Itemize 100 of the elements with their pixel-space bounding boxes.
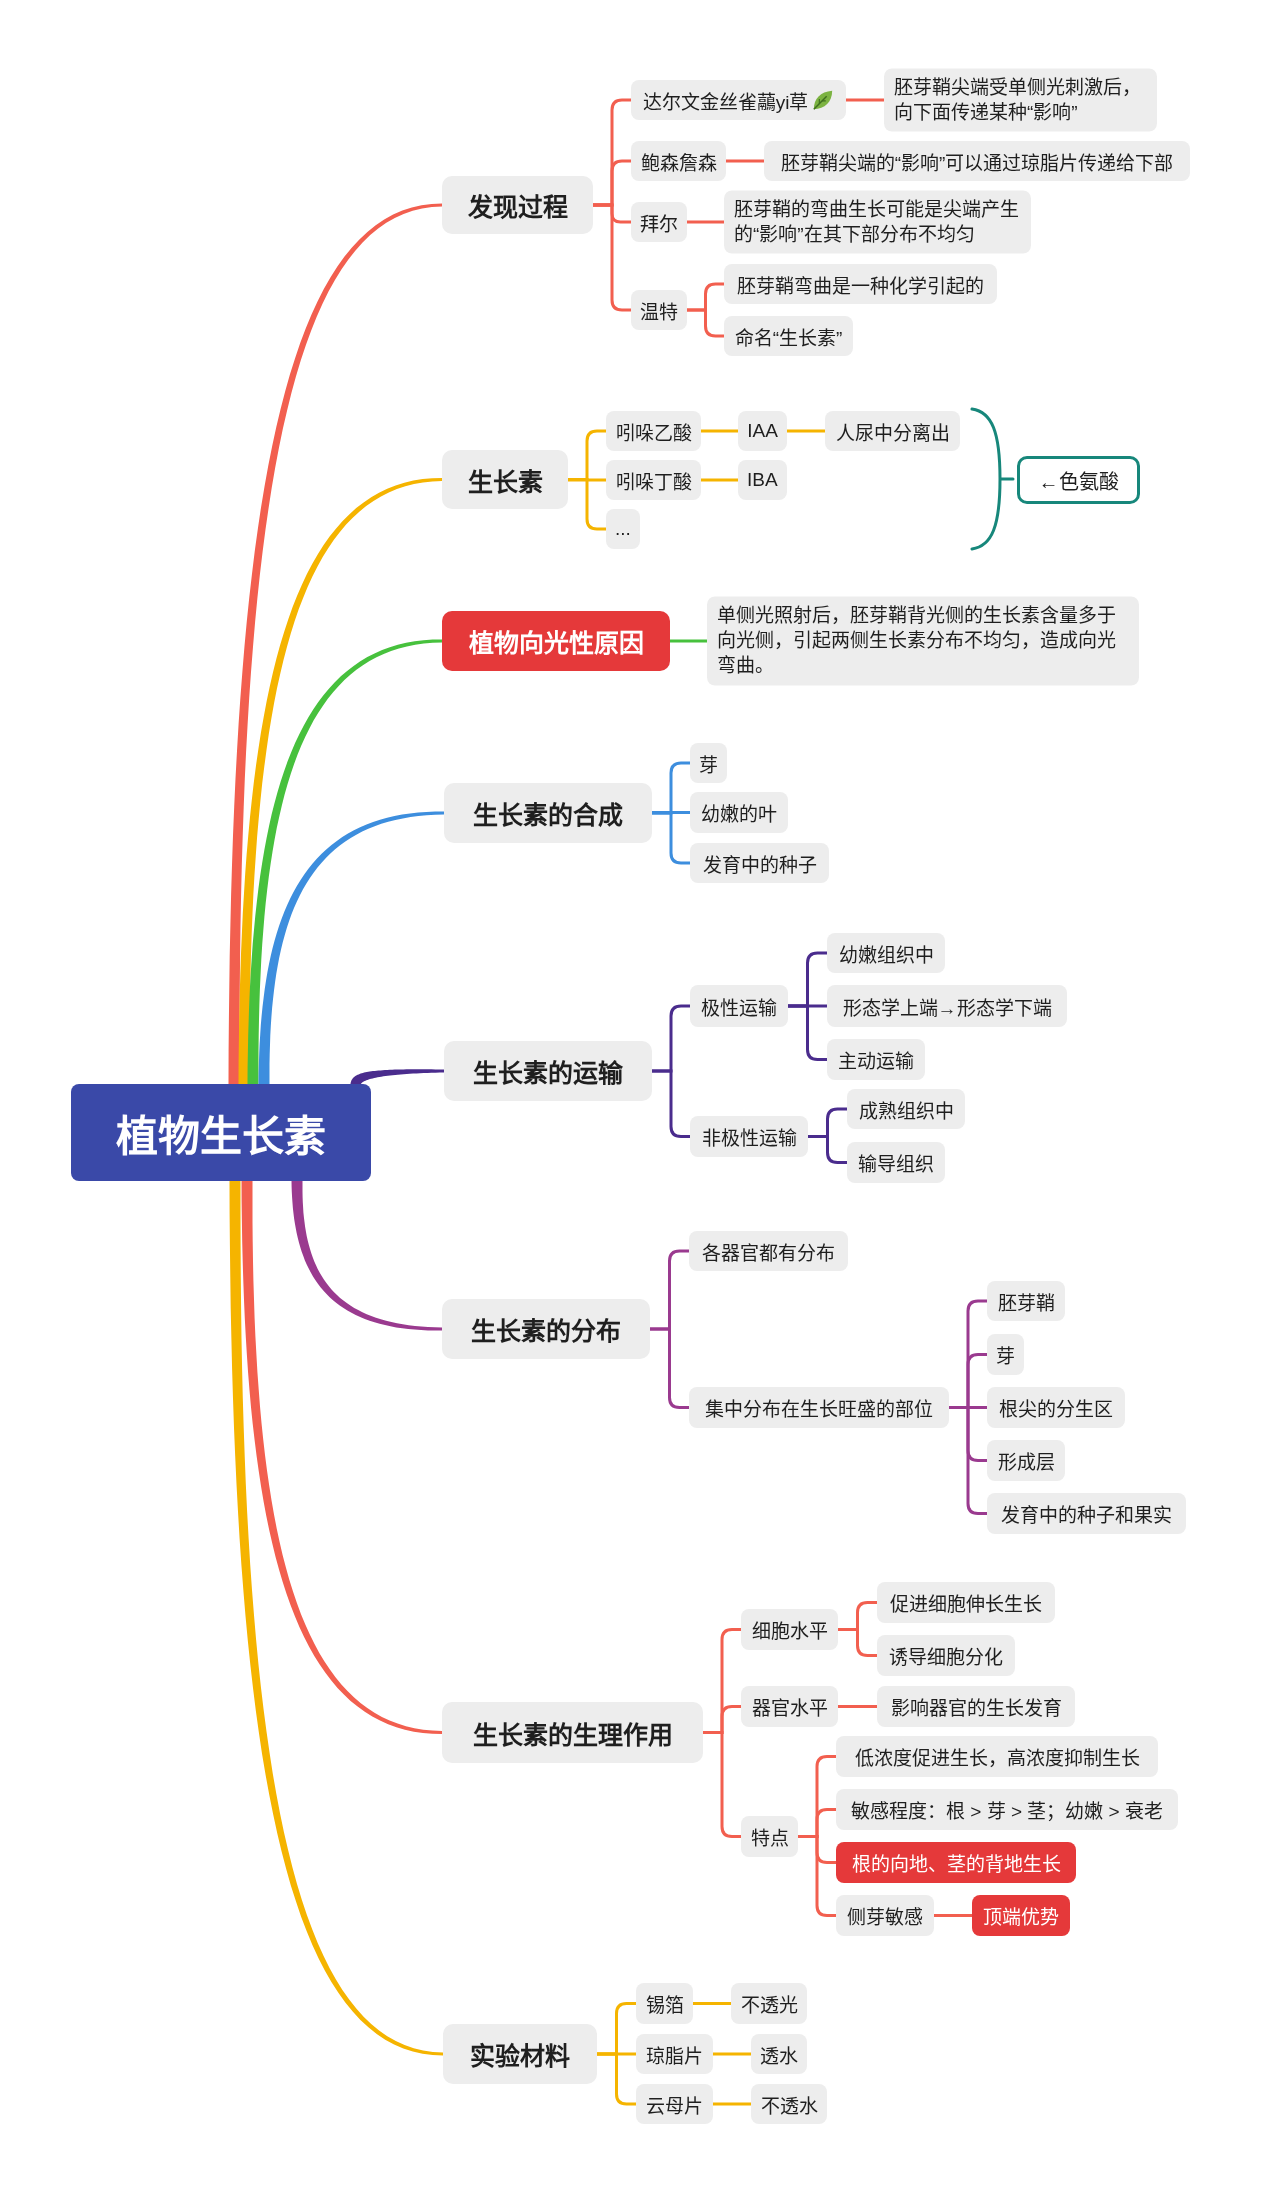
topic-text: 云母片 [646, 2094, 703, 2118]
main-topic-box [442, 176, 593, 234]
subtopic-box [884, 68, 1157, 132]
topic-text: 影响器官的生长发育 [890, 1697, 1062, 1720]
topic-text: 生长素的合成 [473, 800, 623, 831]
subtopic-box [724, 190, 1031, 254]
connector-line [788, 1004, 827, 1061]
branch-curve [350, 1069, 444, 1085]
topic-text: 植物向光性原因 [468, 628, 644, 659]
topic-text: 人尿中分离出 [835, 421, 950, 445]
topic-text: 非极性运输 [701, 1127, 797, 1150]
branch-curve [241, 1181, 442, 1734]
topic-text: 生长素的生理作用 [472, 1719, 673, 1751]
subtopic-box [741, 1816, 798, 1857]
topic-text: 胚芽鞘 [997, 1291, 1055, 1315]
topic-text: 吲哚丁酸 [615, 470, 692, 494]
branch-curve [229, 1181, 443, 2056]
topic-text: ←色氨酸 [1038, 469, 1119, 495]
subtopic-box [987, 1334, 1024, 1375]
subtopic-box [606, 509, 640, 549]
subtopic-box [847, 1142, 945, 1183]
topic-text: 不透光 [740, 1994, 798, 2017]
central-topic-box [71, 1084, 371, 1181]
subtopic-box [827, 1039, 925, 1080]
topic-text: 单侧光照射后，胚芽鞘背光侧的生长素含量多于向光侧，引起两侧生长素分布不均匀，造成向光弯曲。 [717, 603, 1117, 678]
subtopic-box [827, 933, 945, 973]
topic-text: 诱导细胞分化 [889, 1646, 1003, 1669]
subtopic-box [631, 80, 846, 120]
topic-text: 低浓度促进生长，高浓度抑制生长 [854, 1747, 1140, 1770]
topic-text: 集中分布在生长旺盛的部位 [705, 1398, 933, 1421]
topic-text: 胚芽鞘尖端的“影响”可以通过琼脂片传递给下部 [780, 151, 1174, 175]
subtopic-box [724, 264, 997, 304]
topic-text: 侧芽敏感 [847, 1906, 923, 1929]
topic-text: 生长素的分布 [471, 1316, 621, 1347]
subtopic-box [724, 316, 853, 356]
topic-text: 幼嫩组织中 [838, 943, 934, 967]
connector-line [701, 478, 738, 482]
subtopic-box [636, 1983, 693, 2024]
highlighted-topic-box [836, 1842, 1076, 1883]
topic-text: 透水 [760, 2044, 798, 2068]
subtopic-box [606, 411, 701, 451]
topic-text: 器官水平 [751, 1697, 828, 1720]
topic-text: 实验材料 [470, 2041, 570, 2072]
topic-text: 形态学上端→形态学下端 [842, 996, 1052, 1020]
subtopic-box [636, 2084, 713, 2124]
subtopic-box [751, 2034, 807, 2074]
topic-text: 促进细胞伸长生长 [890, 1593, 1042, 1616]
topic-text: 顶端优势 [983, 1906, 1059, 1929]
topic-text: 发育中的种子 [702, 853, 817, 877]
connector-line [670, 639, 707, 643]
subtopic-box [631, 141, 726, 181]
topic-text: 芽 [996, 1345, 1015, 1368]
topic-text: 芽 [699, 753, 718, 777]
connector-line [597, 2052, 636, 2106]
connector-line [787, 429, 825, 433]
topic-text: 发现过程 [467, 192, 568, 223]
connector-line [846, 98, 884, 102]
topic-text: 植物生长素 [116, 1112, 326, 1162]
connector-line [568, 478, 606, 531]
subtopic-box [738, 411, 787, 451]
topic-text: 形成层 [997, 1451, 1055, 1474]
topic-text: 锡箔 [645, 1994, 684, 2017]
subtopic-box [847, 1089, 965, 1129]
connector-line [701, 429, 738, 433]
subtopic-box [741, 1686, 838, 1727]
branch-curve [258, 811, 444, 1084]
subtopic-box [631, 202, 687, 242]
subtopic-box [690, 743, 727, 783]
subtopic-box [689, 1387, 949, 1428]
branch-curve [228, 203, 442, 1084]
subtopic-box [741, 1609, 838, 1650]
connector-line [798, 1835, 836, 1917]
subtopic-box [606, 460, 701, 500]
topic-text: 琼脂片 [646, 2044, 703, 2068]
subtopic-box [987, 1493, 1186, 1534]
connector-line [568, 478, 606, 482]
subtopic-box [764, 141, 1190, 181]
main-topic-box [442, 1299, 650, 1359]
subtopic-box [825, 411, 960, 451]
branch-curve [247, 639, 442, 1084]
subtopic-box [827, 985, 1067, 1027]
topic-text: 细胞水平 [751, 1620, 828, 1643]
subtopic-box [738, 460, 787, 500]
subtopic-box [987, 1440, 1065, 1481]
subtopic-box [877, 1635, 1015, 1676]
subtopic-box [751, 2084, 827, 2124]
topic-text: 温特 [640, 300, 678, 324]
subtopic-box [690, 1116, 808, 1157]
topic-text: 根尖的分生区 [999, 1398, 1113, 1421]
topic-text: 各器官都有分布 [702, 1241, 835, 1265]
subtopic-box [707, 596, 1139, 686]
highlighted-topic-box [442, 611, 670, 671]
subtopic-box [731, 1983, 807, 2024]
topic-text: 胚芽鞘尖端受单侧光刺激后，向下面传递某种“影响” [894, 75, 1142, 124]
topic-text: 不透水 [760, 2094, 818, 2118]
connector-line [593, 203, 631, 312]
topic-text: ... [615, 518, 631, 540]
topic-text: 达尔文金丝雀虉yi草 [642, 90, 809, 114]
branch-curve [238, 478, 442, 1084]
topic-text: 胚芽鞘弯曲是一种化学引起的 [737, 274, 984, 298]
